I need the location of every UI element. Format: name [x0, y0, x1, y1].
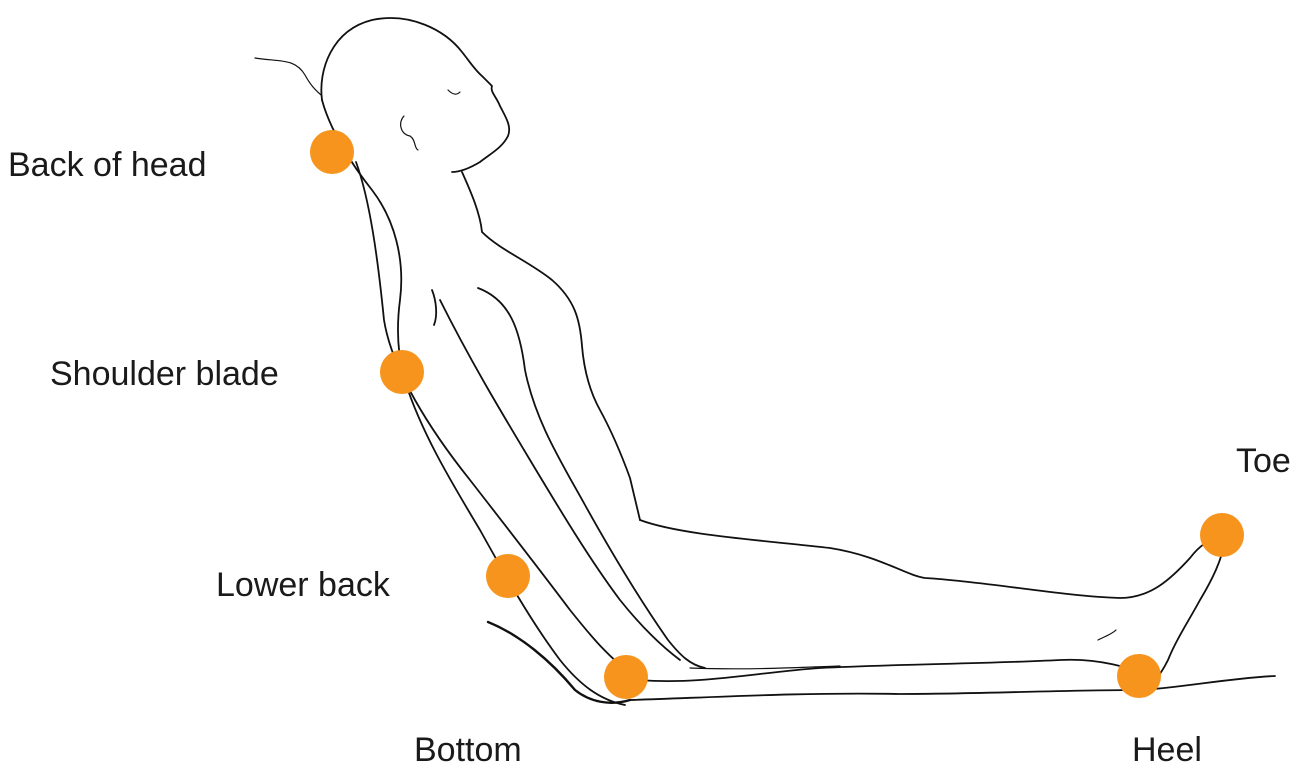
shoulder-blade-label: Shoulder blade: [50, 357, 279, 391]
back-of-head-label: Back of head: [8, 148, 206, 182]
heel-marker: [1117, 654, 1161, 698]
bottom-marker: [604, 655, 648, 699]
bottom-label: Bottom: [414, 733, 522, 767]
toe-label: Toe: [1236, 444, 1291, 478]
pressure-point-markers: [310, 130, 1244, 699]
toe-marker: [1200, 513, 1244, 557]
heel-label: Heel: [1132, 733, 1202, 767]
lower-back-marker: [486, 554, 530, 598]
shoulder-blade-marker: [380, 350, 424, 394]
back-of-head-marker: [310, 130, 354, 174]
lower-back-label: Lower back: [216, 568, 390, 602]
